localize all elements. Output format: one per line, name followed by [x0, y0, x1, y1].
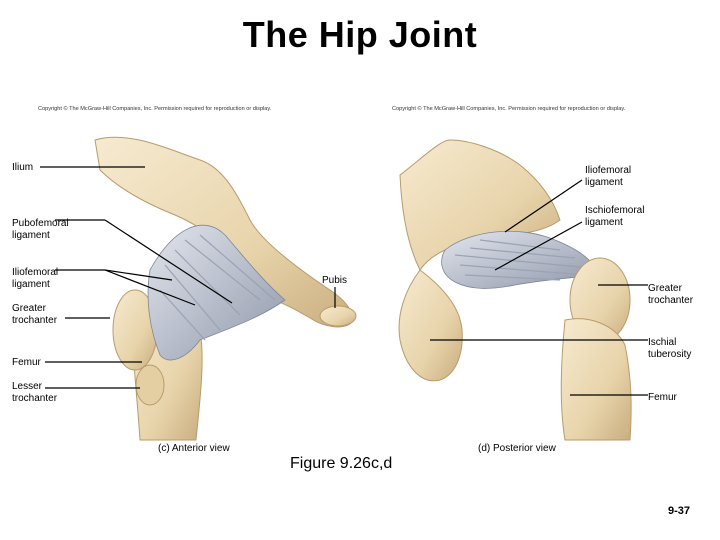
- label-greater-trochanter-posterior: Greater trochanter: [648, 283, 693, 307]
- leader-lines: [40, 166, 648, 396]
- label-iliofemoral-ligament-anterior: Iliofemoral ligament: [12, 267, 58, 291]
- label-ischial-tuberosity-line-1: Ischial: [648, 337, 677, 348]
- caption-anterior-view: (c) Anterior view: [158, 443, 230, 454]
- label-iliofemoral-anterior-line-2: ligament: [12, 279, 50, 290]
- label-greater-trochanter-anterior-line-2: trochanter: [12, 315, 58, 326]
- posterior-view-drawing: [398, 139, 632, 441]
- anterior-lesser-trochanter-shape: [135, 364, 165, 406]
- label-iliofemoral-ligament-posterior: Iliofemoral ligament: [585, 165, 631, 189]
- label-greater-trochanter-posterior-line-2: trochanter: [648, 295, 694, 306]
- leader-ischiofemoral: [494, 221, 583, 271]
- leader-iliofemoral-b: [104, 269, 173, 281]
- slide-title: The Hip Joint: [242, 14, 478, 55]
- label-lesser-trochanter-line-1: Lesser: [12, 381, 43, 392]
- label-pubofemoral-line-2: ligament: [12, 230, 50, 241]
- label-greater-trochanter-posterior-line-1: Greater: [648, 283, 682, 294]
- figure-caption: Figure 9.26c,d: [290, 455, 393, 472]
- label-lesser-trochanter: Lesser trochanter: [12, 381, 57, 405]
- label-iliofemoral-anterior-line-1: Iliofemoral: [12, 267, 59, 278]
- label-greater-trochanter-anterior: Greater trochanter: [12, 303, 57, 327]
- label-lesser-trochanter-line-2: trochanter: [12, 393, 58, 404]
- label-ischial-tuberosity: Ischial tuberosity: [648, 337, 691, 361]
- label-femur-anterior: Femur: [12, 357, 41, 368]
- leader-pubofemoral-b: [104, 219, 233, 304]
- copyright-notice-left: Copyright © The McGraw-Hill Companies, I…: [38, 106, 272, 112]
- leader-iliofemoral-c: [104, 269, 196, 306]
- label-iliofemoral-posterior-line-2: ligament: [585, 177, 623, 188]
- label-ischiofemoral-line-1: Ischiofemoral: [585, 205, 645, 216]
- label-pubofemoral-ligament: Pubofemoral ligament: [12, 218, 69, 242]
- pubis-shape: [319, 305, 357, 327]
- posterior-ischium-shape: [398, 269, 463, 382]
- leader-iliofemoral-posterior: [504, 179, 583, 233]
- label-ischiofemoral-line-2: ligament: [585, 217, 623, 228]
- caption-posterior-view: (d) Posterior view: [478, 443, 556, 454]
- label-ischial-tuberosity-line-2: tuberosity: [648, 349, 692, 360]
- label-femur-posterior: Femur: [648, 392, 677, 403]
- label-ischiofemoral-ligament: Ischiofemoral ligament: [585, 205, 644, 229]
- posterior-femur-shape: [560, 318, 632, 441]
- posterior-ligament-shape: [441, 230, 599, 289]
- label-pubofemoral-line-1: Pubofemoral: [12, 218, 69, 229]
- label-greater-trochanter-anterior-line-1: Greater: [12, 303, 46, 314]
- copyright-notice-right: Copyright © The McGraw-Hill Companies, I…: [392, 106, 626, 112]
- anterior-view-drawing: [94, 136, 357, 441]
- label-iliofemoral-posterior-line-1: Iliofemoral: [585, 165, 632, 176]
- label-ilium: Ilium: [12, 162, 34, 173]
- label-pubis: Pubis: [322, 275, 348, 286]
- slide-number: 9-37: [668, 505, 691, 517]
